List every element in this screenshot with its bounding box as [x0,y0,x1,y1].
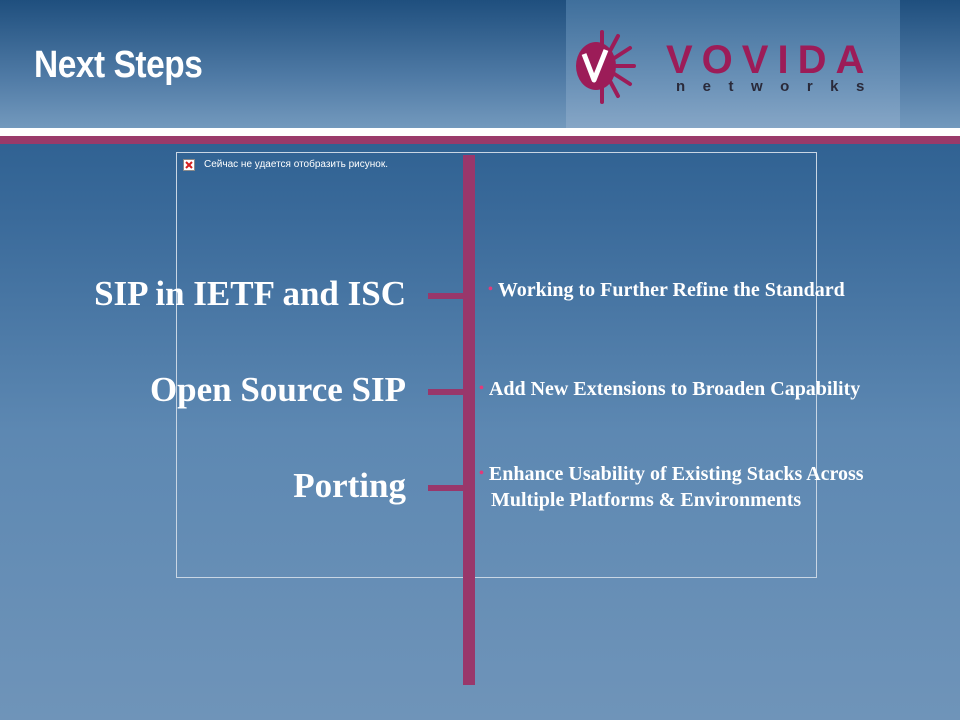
topic-open-source-sip: Open Source SIP [149,370,406,409]
vovida-v-sunburst-icon [576,30,636,104]
detail-3-line-2: Multiple Platforms & Environments [491,489,802,511]
connector-2 [428,389,468,395]
detail-2-text: Add New Extensions to Broaden Capability [488,378,861,400]
broken-image-icon [183,159,195,171]
detail-1-text: Working to Further Refine the Standard [497,279,845,301]
topic-sip-ietf-isc: SIP in IETF and ISC [94,274,406,313]
detail-3: • Enhance Usability of Existing Stacks Ac… [479,461,864,513]
connector-3 [428,485,468,491]
image-placeholder-frame [176,152,817,578]
bullet-icon: • [479,466,484,481]
timeline-vertical-bar [463,155,475,685]
topic-porting: Porting [293,466,406,505]
detail-2: • Add New Extensions to Broaden Capabilit… [479,376,860,402]
slide-title: Next Steps [34,44,203,86]
logo-subtitle: networks [676,78,882,95]
connector-1 [428,293,468,299]
bullet-icon: • [488,282,493,297]
detail-3-line-1: Enhance Usability of Existing Stacks Acr… [488,463,864,485]
detail-1: • Working to Further Refine the Standard [488,277,845,303]
divider-white [0,128,960,136]
bullet-icon: • [479,381,484,396]
divider-magenta [0,136,960,144]
image-placeholder-message: Сейчас не удается отобразить рисунок. [204,159,388,170]
logo-wordmark: VOVIDA [666,38,874,82]
